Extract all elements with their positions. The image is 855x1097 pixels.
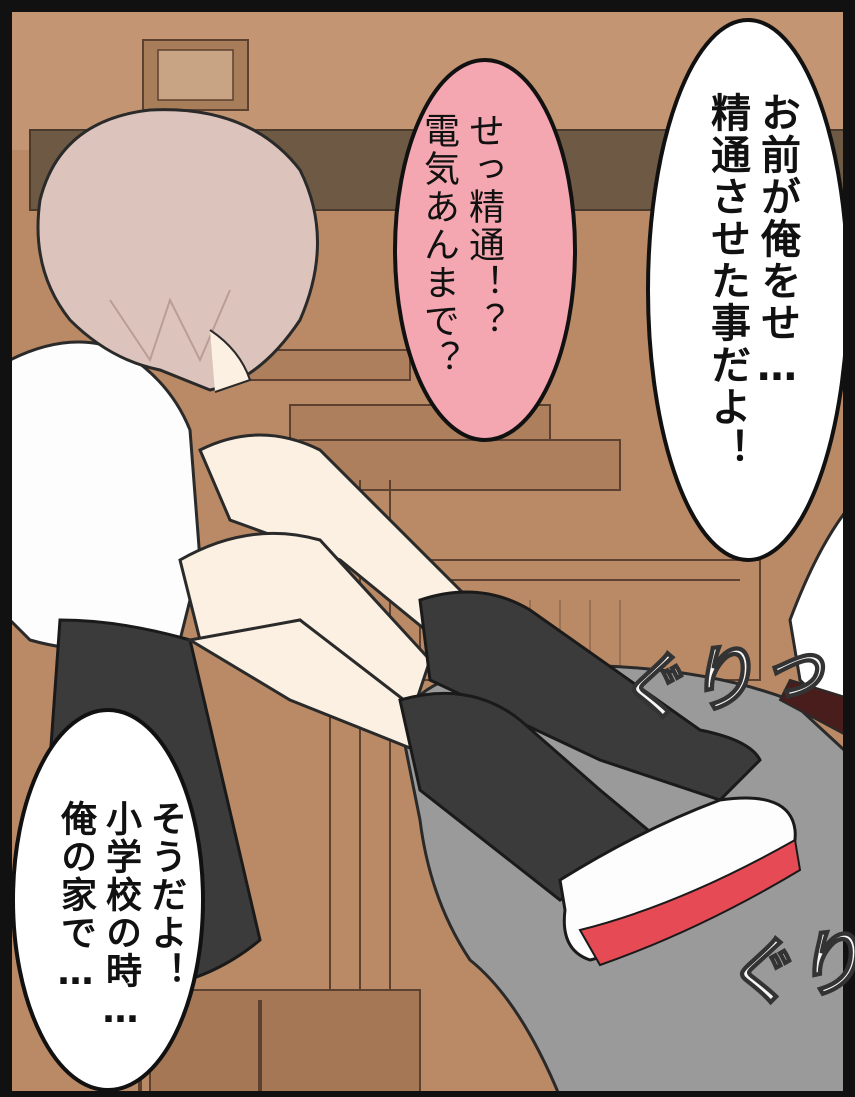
bubble-shape-bottom-left <box>11 708 205 1092</box>
speech-bubble-top-center-text: せっ精通！？ 電気あんまで？ <box>418 112 504 378</box>
bubble-shape-top-center <box>393 58 577 442</box>
wall-frame-inner <box>157 49 234 101</box>
girl-sock-upper <box>418 590 762 802</box>
boy-belt <box>778 678 855 742</box>
hair-strands <box>109 289 231 363</box>
speech-bubble-top-right-text: お前が俺をせ… 精通させた事だよ！ <box>704 92 800 470</box>
speech-bubble-bottom-left-text: そうだよ！ 小学校の時… 俺の家で… <box>55 800 186 1033</box>
girl-face <box>209 329 252 393</box>
girl-hair <box>36 108 319 392</box>
shoe-sole <box>578 838 802 967</box>
